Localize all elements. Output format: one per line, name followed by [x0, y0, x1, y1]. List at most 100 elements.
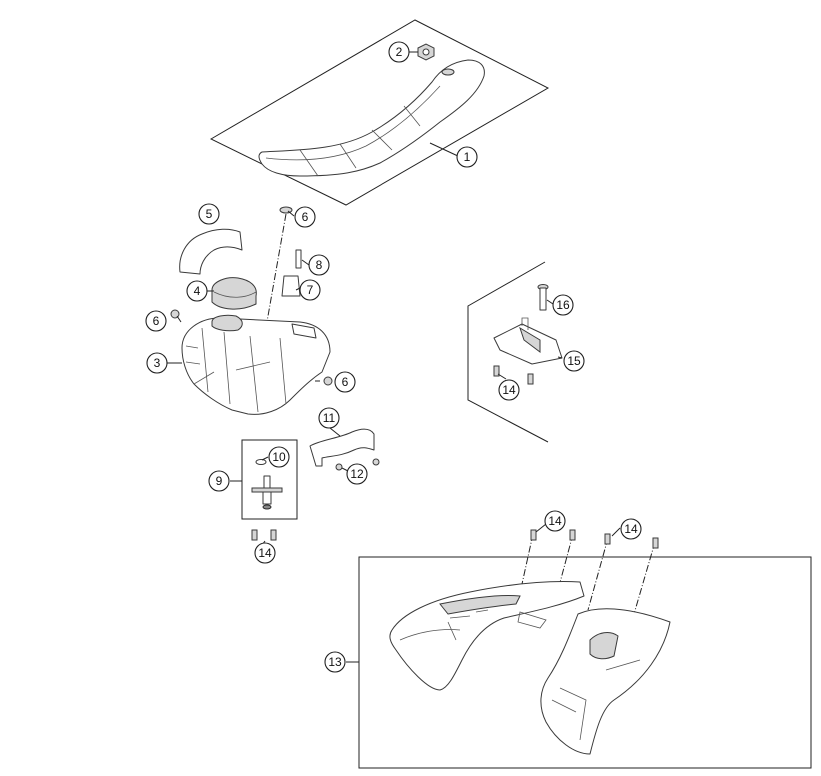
callout-6-left: 6 — [145, 310, 167, 332]
callout-label: 6 — [153, 314, 160, 328]
leader-1 — [429, 142, 461, 158]
callout-7: 7 — [299, 279, 321, 301]
screw-line-1 — [521, 533, 534, 585]
callout-label: 3 — [154, 356, 161, 370]
left-spoiler-body — [389, 580, 585, 691]
tank-filler-neck — [211, 314, 243, 332]
leader-6-top — [287, 210, 295, 217]
leader-8 — [301, 259, 310, 266]
clamp-right — [372, 458, 380, 466]
nut-hole — [422, 48, 430, 56]
right-spoiler-lines — [551, 659, 641, 741]
bracket — [493, 317, 563, 365]
fuel-tap — [251, 475, 283, 510]
tap-outlet — [262, 504, 272, 510]
callout-6-right: 6 — [334, 371, 356, 393]
seat — [258, 59, 485, 177]
callout-label: 16 — [556, 298, 570, 312]
seat-seam-lines — [299, 105, 421, 177]
leader-15 — [557, 356, 563, 359]
callout-label: 4 — [194, 284, 201, 298]
callout-label: 10 — [272, 450, 286, 464]
callout-circle — [324, 651, 346, 673]
leader-12 — [341, 467, 349, 472]
tank-contours — [185, 345, 271, 385]
callout-label: 8 — [316, 258, 323, 272]
left-spoiler-vent — [439, 595, 521, 615]
callout-15: 15 — [563, 350, 585, 372]
callout-11: 11 — [318, 407, 340, 429]
callout-8: 8 — [308, 254, 330, 276]
fuel-hose — [309, 428, 375, 467]
seat-panel — [209, 19, 550, 206]
callout-5: 5 — [198, 203, 220, 225]
cap-body — [211, 277, 257, 310]
callout-circle — [563, 350, 585, 372]
seat-nut — [417, 43, 435, 61]
leader-14-bracket — [497, 373, 507, 380]
leader-14-spoiler-left — [535, 523, 547, 533]
bushing — [281, 275, 301, 297]
seat-hole — [441, 68, 455, 76]
callout-circle — [299, 279, 321, 301]
right-spoiler-body — [540, 608, 671, 755]
callout-circle — [208, 470, 230, 492]
callout-circle — [146, 352, 168, 374]
screw-head — [279, 206, 293, 214]
right-spoiler-vent — [589, 632, 619, 660]
tap-stem — [263, 475, 271, 489]
screw-axis — [261, 213, 287, 351]
bracket-panel-frame — [467, 261, 549, 443]
callout-label: 2 — [396, 45, 403, 59]
tap-screw-1 — [251, 529, 258, 541]
callout-circle — [145, 310, 167, 332]
callout-label: 12 — [350, 467, 364, 481]
cap-edge — [213, 291, 257, 298]
callout-circle — [620, 518, 642, 540]
bracket-panel — [467, 261, 563, 443]
bolt — [537, 284, 549, 311]
callout-circle — [268, 446, 290, 468]
callout-1: 1 — [456, 146, 478, 168]
callout-label: 14 — [502, 383, 516, 397]
spoiler-screw-1 — [530, 529, 537, 541]
tank-mount — [291, 323, 317, 339]
callout-6-top: 6 — [294, 206, 316, 228]
bracket-stud — [521, 317, 529, 330]
callout-label: 7 — [307, 283, 314, 297]
leader-10 — [261, 456, 269, 461]
callout-label: 14 — [624, 522, 638, 536]
tank-cap — [211, 277, 257, 310]
callout-label: 1 — [464, 150, 471, 164]
bracket-screw-2 — [527, 373, 534, 385]
callout-label: 13 — [328, 655, 342, 669]
callout-12: 12 — [346, 463, 368, 485]
seat-seam — [265, 85, 441, 161]
spoiler-screw-3 — [604, 533, 611, 545]
leader-7 — [295, 287, 301, 291]
callout-circle — [552, 294, 574, 316]
left-spoiler — [389, 580, 585, 691]
callout-14-bracket: 14 — [498, 379, 520, 401]
screw-shaft — [176, 315, 182, 323]
callout-10: 10 — [268, 446, 290, 468]
left-spoiler-logo — [449, 609, 489, 619]
callout-label: 15 — [567, 354, 581, 368]
tap-screw-2 — [270, 529, 277, 541]
seat-body — [258, 59, 485, 177]
callout-circle — [498, 379, 520, 401]
screw-left — [170, 309, 182, 323]
callout-9: 9 — [208, 470, 230, 492]
spoiler-screw-4 — [652, 537, 659, 549]
callout-circle — [544, 510, 566, 532]
callout-circle — [318, 407, 340, 429]
bracket-boss — [519, 326, 541, 353]
vent-hose — [179, 228, 243, 275]
left-spoiler-lines — [399, 611, 547, 641]
fuel-tap-frame — [241, 439, 298, 520]
callout-4: 4 — [186, 280, 208, 302]
callout-circle — [294, 206, 316, 228]
screw-line-2 — [557, 533, 574, 591]
callout-label: 11 — [323, 411, 336, 425]
